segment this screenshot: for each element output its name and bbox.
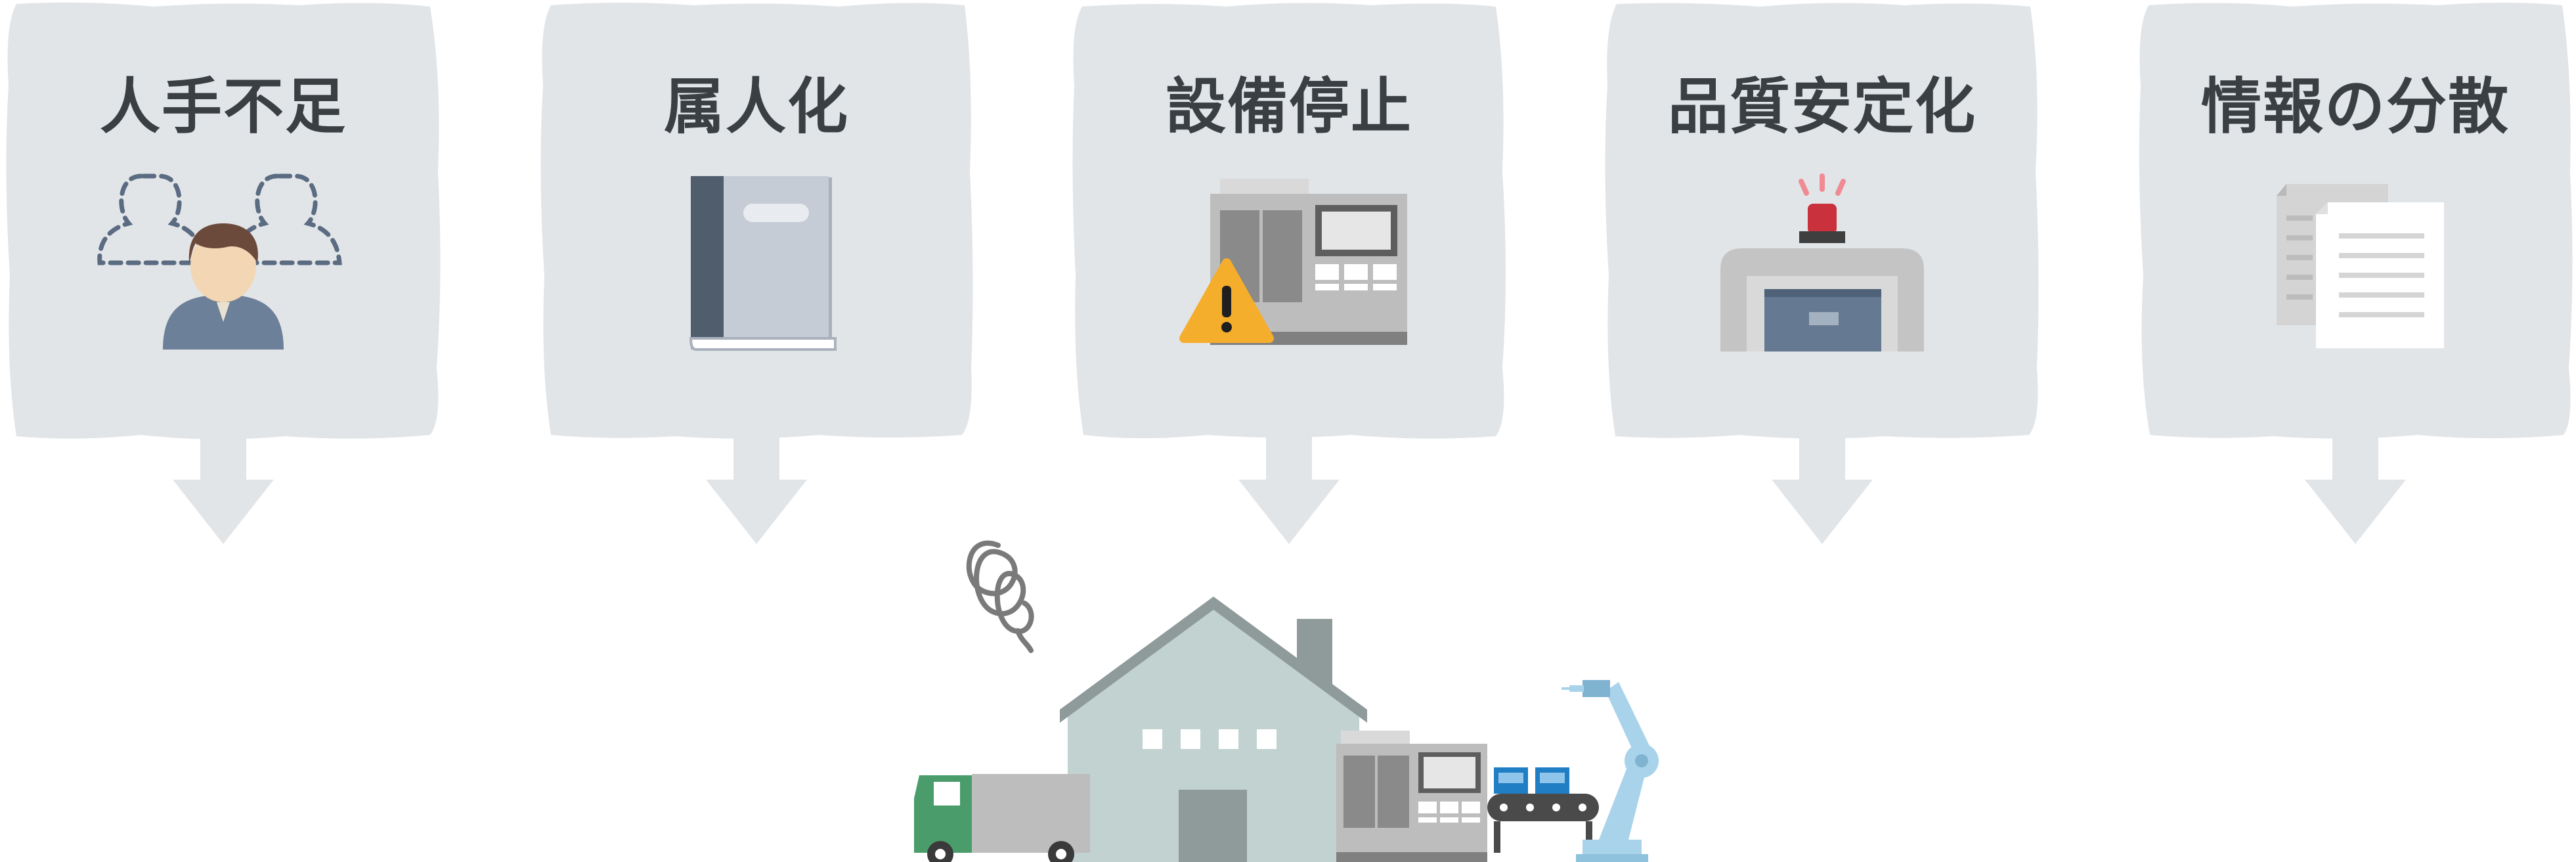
issue-title: 人手不足	[99, 72, 347, 142]
inspection-gate-icon	[1720, 173, 1924, 352]
issue-card-understaffing: 人手不足	[3, 0, 443, 552]
understaffed-people-icon	[97, 173, 342, 350]
issue-card-quality: 品質安定化	[1602, 0, 2042, 552]
scattered-documents-icon	[2277, 184, 2444, 348]
issue-title: 属人化	[663, 72, 849, 142]
manual-book-icon	[689, 176, 837, 351]
issue-title: 設備停止	[1165, 72, 1412, 142]
issue-card-info-scatter: 情報の分散	[2135, 0, 2575, 552]
issue-card-dependency: 属人化	[536, 0, 976, 552]
issue-title: 品質安定化	[1667, 72, 1976, 142]
issue-title: 情報の分散	[2200, 72, 2510, 142]
machine-warning-icon	[1179, 179, 1407, 345]
issue-card-equipment-stop: 設備停止	[1069, 0, 1509, 552]
card-with-arrow	[6, 2, 441, 544]
factory-scene-icon	[914, 540, 1659, 862]
